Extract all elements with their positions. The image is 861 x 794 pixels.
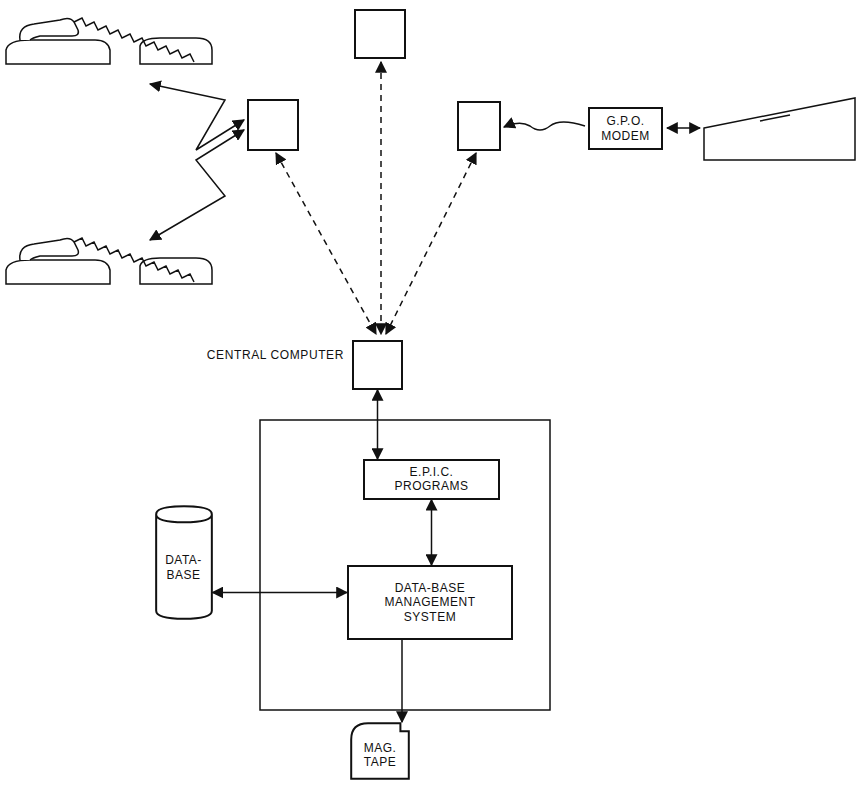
telephone — [6, 18, 212, 64]
node-label: MAG. TAPE — [357, 741, 403, 770]
connector-arrow — [401, 640, 403, 722]
node-label: G.P.O. MODEM — [597, 114, 655, 143]
telephone — [6, 238, 212, 284]
node-heading: CENTRAL COMPUTER — [207, 348, 344, 362]
phone-link — [150, 84, 244, 240]
terminal-box — [355, 10, 405, 58]
process-box: DATA-BASE MANAGEMENT SYSTEM — [347, 565, 513, 640]
dashed-link — [276, 62, 476, 334]
node-label: DATA-BASE MANAGEMENT SYSTEM — [380, 581, 480, 624]
connector-arrow — [213, 592, 348, 594]
connector-arrow — [377, 390, 379, 459]
node-label: DATA-BASE — [159, 553, 209, 582]
terminal-keyboard — [704, 98, 855, 160]
terminal-box — [248, 100, 298, 150]
process-box: E.P.I.C. PROGRAMS — [363, 459, 500, 500]
computer-enclosure — [260, 420, 550, 710]
node-label: E.P.I.C. PROGRAMS — [392, 465, 472, 494]
tape-symbol: MAG. TAPE — [350, 722, 410, 780]
modem-box: G.P.O. MODEM — [588, 107, 663, 150]
computer-box: CENTRAL COMPUTER — [352, 340, 403, 390]
database-cylinder: DATA-BASE — [155, 505, 213, 620]
terminal-box — [458, 102, 500, 150]
connector-arrow — [431, 500, 433, 565]
